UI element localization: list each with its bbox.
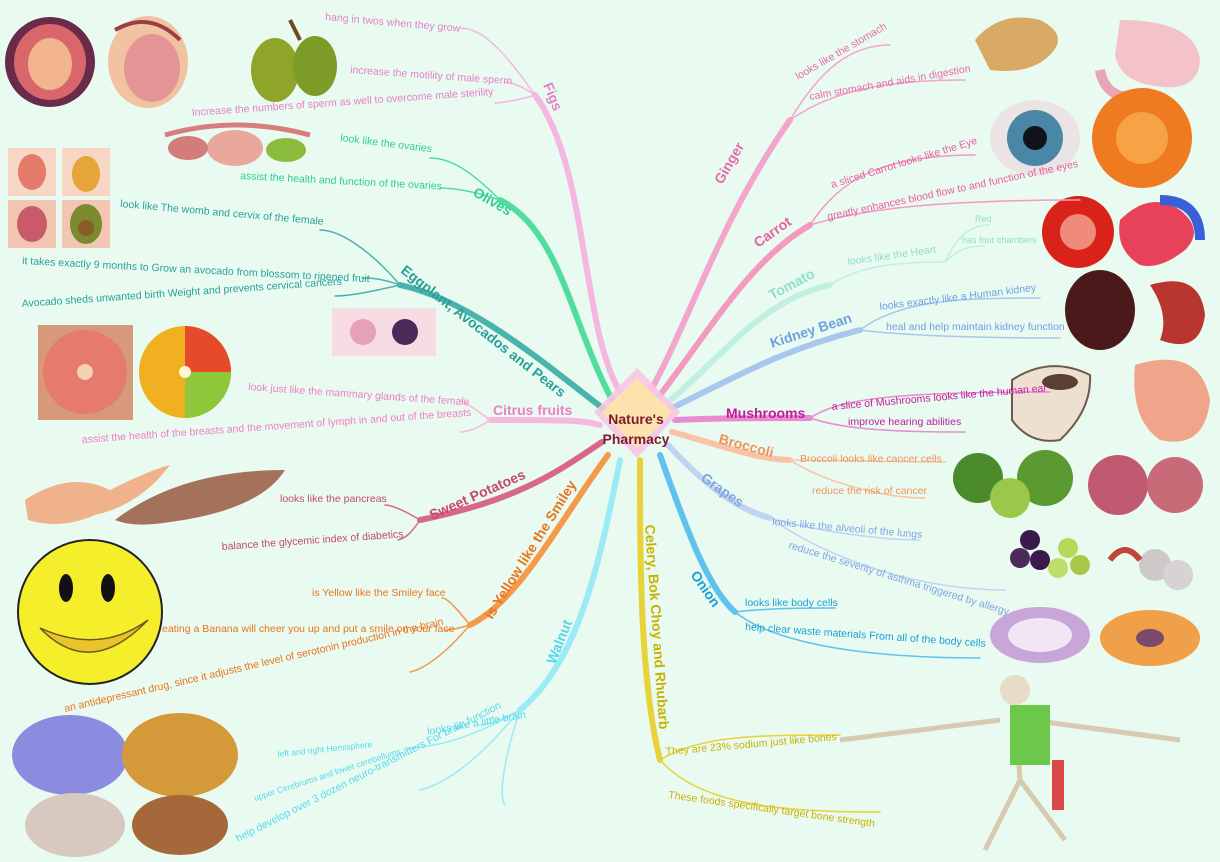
brain-image <box>12 715 128 857</box>
kidney-bean-image <box>1065 270 1135 350</box>
leaf-ginger-2: calm stomach and aids in digestion <box>808 63 971 103</box>
leaf-walnut-4: help develop over 3 dozen neuro-transmit… <box>234 700 503 845</box>
leaf-eggplant-3: Avocado sheds unwanted birth Weight and … <box>21 276 342 310</box>
branch-olives: Olives <box>471 184 516 219</box>
mushroom-image <box>1011 365 1092 442</box>
leaf-grapes-1: looks like the alveoli of the lungs <box>772 516 923 541</box>
leaf-celery-1: They are 23% sodium just like bones <box>665 731 837 758</box>
center-title-line1: Nature's <box>608 411 664 427</box>
center-node: Nature's Pharmacy <box>594 368 680 458</box>
skeleton-image <box>839 675 1181 852</box>
womb-avocado-image <box>8 148 110 248</box>
eye-image <box>990 100 1080 176</box>
carrot-slice-image <box>1092 88 1192 188</box>
orange-slice-image <box>139 326 231 418</box>
onion-image <box>990 607 1090 663</box>
leaf-walnut-2: left and right Hemisphere <box>277 739 373 759</box>
leaf-olives-2: assist the health and function of the ov… <box>240 170 442 193</box>
leaf-sweet-potatoes-2: balance the glycemic index of diabetics <box>221 528 404 553</box>
leaf-tomato-3: has four chambers <box>962 235 1037 245</box>
testicle-anatomy-image <box>108 16 188 108</box>
body-cell-image <box>1100 610 1200 666</box>
branch-grapes: Grapes <box>698 469 747 510</box>
branch-carrot: Carrot <box>751 213 795 250</box>
leaf-sweet-potatoes-1: looks like the pancreas <box>280 493 387 505</box>
leaf-onion-2: help clear waste materials From all of t… <box>745 621 986 650</box>
leaf-olives-1: look like the ovaries <box>340 132 433 155</box>
leaf-kidney-1: looks exactly like a Human kidney <box>879 282 1038 313</box>
cancer-cells-image <box>1088 455 1203 515</box>
hanging-figs-image <box>251 19 337 102</box>
branch-connectors <box>319 27 1081 813</box>
sweet-potato-image <box>115 470 285 525</box>
lungs-alveoli-image <box>1107 547 1193 590</box>
walnut-image <box>122 713 238 855</box>
heart-image <box>1119 195 1205 266</box>
leaf-figs-1: hang in twos when they grow <box>325 11 461 35</box>
smiley-banana-image <box>17 539 163 685</box>
leaf-eggplant-1: look like The womb and cervix of the fem… <box>120 198 325 228</box>
kidney-image <box>1150 281 1205 345</box>
cervix-eggplant-image <box>332 308 436 356</box>
ovaries-image <box>164 122 311 166</box>
broccoli-image <box>953 450 1073 518</box>
leaf-citrus-2: assist the health of the breasts and the… <box>81 407 471 446</box>
ear-image <box>1134 359 1210 442</box>
leaf-carrot-2: greatly enhances blood flow to and funct… <box>826 158 1079 223</box>
leaf-carrot-1: a sliced Carrot looks like the Eye <box>829 135 978 191</box>
leaf-tomato-2: Red <box>975 214 992 224</box>
tomato-image <box>1042 196 1114 268</box>
grapes-image <box>1010 530 1090 578</box>
leaf-mushrooms-2: improve hearing abilities <box>848 416 961 428</box>
leaf-broccoli-1: Broccoli looks like cancer cells <box>800 453 942 465</box>
leaf-citrus-1: look just like the mammary glands of the… <box>248 381 470 408</box>
leaf-broccoli-2: reduce the risk of cancer <box>812 485 927 497</box>
leaf-smiley-2: eating a Banana will cheer you up and pu… <box>162 623 455 635</box>
leaf-celery-2: These foods specifically target bone str… <box>668 789 876 830</box>
pancreas-image <box>25 465 170 524</box>
leaf-onion-1: looks like body cells <box>745 597 838 609</box>
leaf-kidney-2: heal and help maintain kidney function <box>886 321 1065 333</box>
ginger-image <box>975 17 1058 71</box>
branch-ginger: Ginger <box>711 139 748 187</box>
branch-citrus: Citrus fruits <box>493 402 573 418</box>
fig-image <box>5 17 95 107</box>
center-title-line2: Pharmacy <box>603 431 670 447</box>
leaf-figs-3: Increase the numbers of sperm as well to… <box>191 86 494 119</box>
leaf-ginger-1: looks like the stomach <box>794 20 890 82</box>
grapefruit-image <box>38 325 133 420</box>
leaf-smiley-1: is Yellow like the Smiley face <box>312 587 446 599</box>
leaf-figs-2: increase the motility of male sperm <box>350 64 513 87</box>
stomach-image <box>1095 20 1200 104</box>
branch-mushrooms: Mushrooms <box>726 405 806 421</box>
